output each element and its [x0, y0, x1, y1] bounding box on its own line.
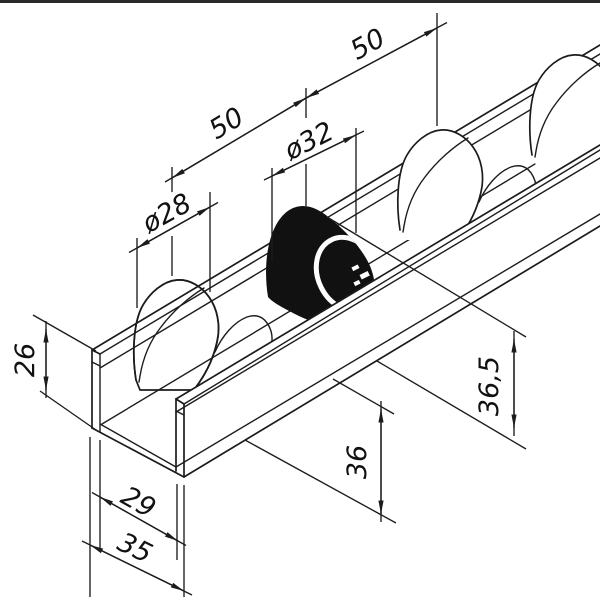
rail-front-wall	[175, 144, 600, 478]
roller-small-3	[528, 54, 600, 166]
dim-label-inner-width: 29	[116, 481, 161, 525]
dim-label-rail-height: 26	[10, 343, 41, 377]
dim-label-roller-top-36: 36	[342, 445, 373, 479]
dim-label-pitch-1: 50	[204, 102, 249, 146]
dim-label-roller-top-36-5: 36,5	[474, 356, 505, 416]
roller-hub-marks	[351, 264, 370, 287]
dim-dia-28: ø28	[128, 188, 219, 308]
dim-label-dia-32: ø32	[279, 116, 339, 167]
dim-roller-top-36-5: 36,5	[326, 216, 527, 450]
dim-rail-height: 26	[10, 314, 97, 431]
dim-label-pitch-2: 50	[345, 23, 390, 67]
rail-end-face	[91, 349, 185, 478]
roller-small-2	[396, 129, 537, 241]
dim-pitch-2: 50	[295, 13, 448, 126]
dim-label-outer-width: 35	[112, 527, 156, 570]
dim-roller-top-36: 36	[244, 378, 397, 524]
